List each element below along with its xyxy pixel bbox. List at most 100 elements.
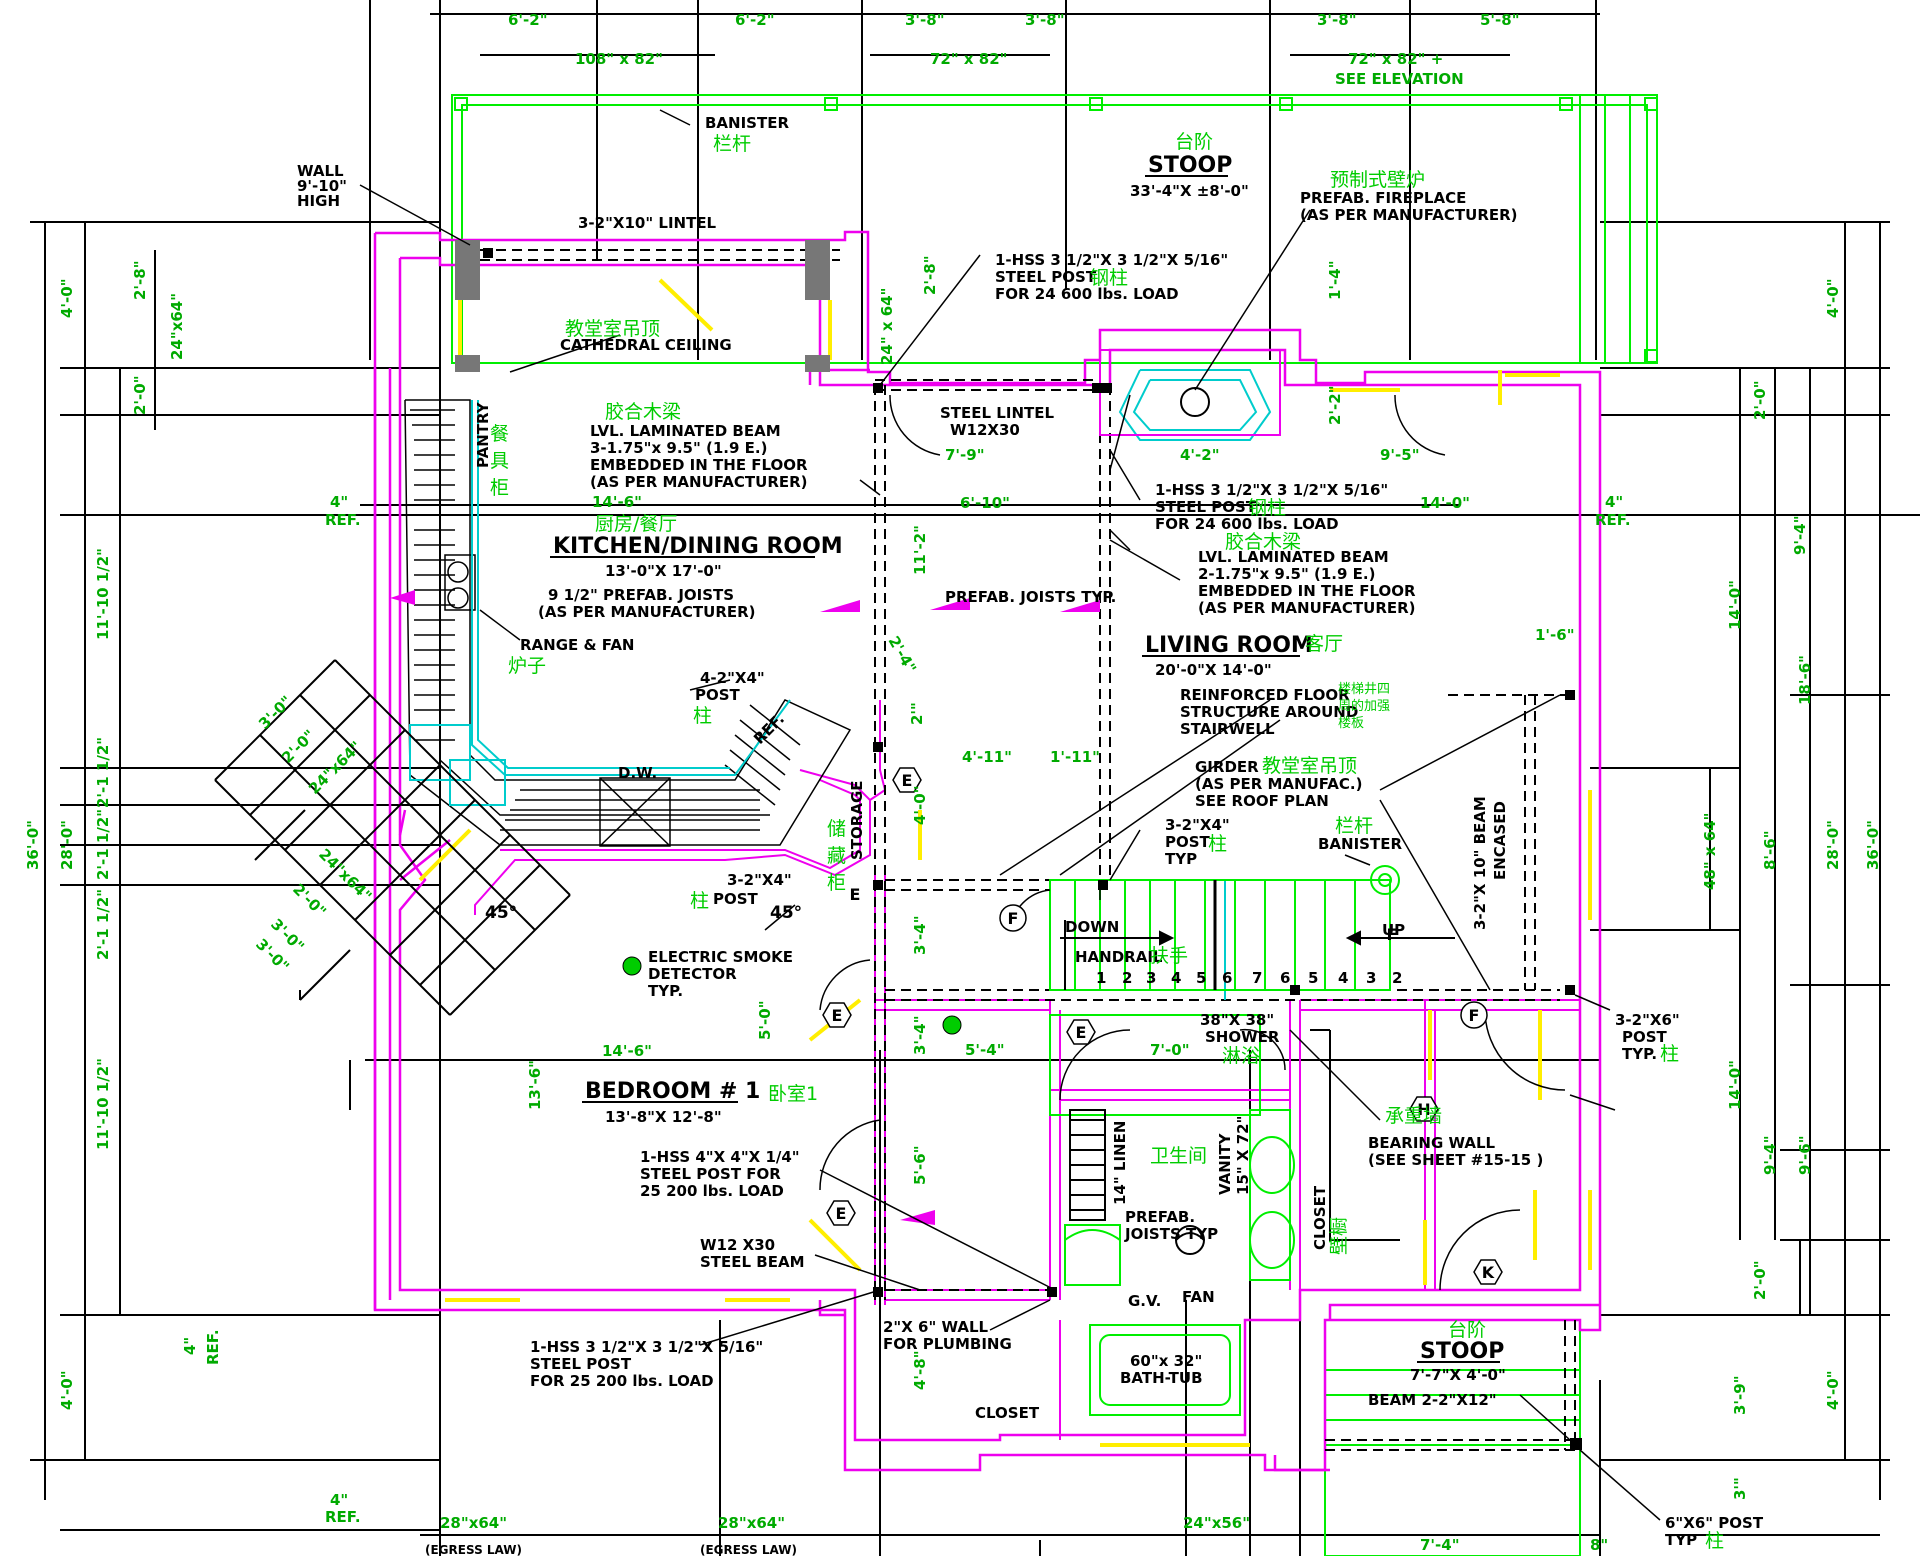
post-6x6-2: TYP [1665,1531,1697,1549]
cathedral-label: CATHEDRAL CEILING [560,336,732,354]
dim-left-6: 2'-1 1/2" [94,809,112,880]
dim-right-16: 3'" [1731,1477,1749,1500]
dim-bay-5: 2'-0" [289,880,330,921]
stair-r-4: 4 [1338,969,1348,987]
dim-right-15: 4'-0" [1824,1370,1842,1410]
dim-int-15: 24" x 64" [878,288,896,366]
joists-typ: PREFAB. JOISTS TYP. [945,588,1116,606]
bearing-cn: 承重墙 [1385,1105,1442,1127]
banister-top-cn: 栏杆 [713,133,751,155]
stoop-bottom-title: STOOP [1420,1339,1504,1364]
dim-int-22: 14'-6" [602,1042,652,1060]
steel-post-cn-2: 钢柱 [1248,497,1286,519]
reinforced-cn-3: 楼板 [1338,716,1364,731]
door-tag-hex [826,1200,856,1226]
stair-l-3: 3 [1146,969,1156,987]
bearing-2: (SEE SHEET #15-15 ) [1368,1151,1543,1169]
vanity-1: VANITY [1216,1132,1234,1195]
dim-int-18: 5'-0" [756,1000,774,1040]
steel-post-cn-1: 钢柱 [1090,267,1128,289]
dim-left-9: 4'-0" [58,1370,76,1410]
beam-bottom: BEAM 2-2"X12" [1368,1391,1497,1409]
dim-left-1: 4'-0" [58,278,76,318]
dim-top-1: 6'-2" [508,11,548,29]
post-4x4-1: 4-2"X4" [700,669,765,687]
prefab-2: JOISTS TYP [1124,1225,1218,1243]
dim-left-3: 2'-0" [131,375,149,415]
annotations: BANISTER 栏杆 台阶 STOOP 33'-4"X ±8'-0" 预制式壁… [297,114,1764,1556]
dim-int-26: 1'-6" [1535,626,1575,644]
stairs [1049,865,1455,991]
kitchen-cabinets [404,399,852,847]
dim-left-11: 36'-0" [24,820,42,870]
stair-l-1: 1 [1096,969,1106,987]
angle-left: 45° [485,903,517,923]
egress-left: (EGRESS LAW) [425,1543,522,1556]
door-tag-circle [1460,1001,1488,1029]
wall-2x6-1: 2"X 6" WALL [883,1318,989,1336]
girder-1: GIRDER [1195,758,1259,776]
lvl-cn-right: 胶合木梁 [1225,531,1301,553]
dim-top-4: 3'-8" [1025,11,1065,29]
reinforced-1: REINFORCED FLOOR [1180,686,1350,704]
post-3x4-typ-2: POST [1165,833,1211,851]
dim-int-24: 5'-6" [911,1145,929,1185]
reinforced-cn-2: 周的加强 [1338,698,1390,714]
gv-label: G.V. [1128,1292,1161,1310]
range-cn: 炉子 [508,655,546,677]
banister-stair-label: BANISTER [1318,835,1402,853]
hss-bed-1: 1-HSS 4"X 4"X 1/4" [640,1148,800,1166]
bearing-1: BEARING WALL [1368,1134,1496,1152]
reinforced-3: STAIRWELL [1180,720,1275,738]
up-label: UP [1382,921,1405,939]
dim-opening-3: 72" x 82" + [1348,50,1443,68]
hss-bed-3: 25 200 lbs. LOAD [640,1182,784,1200]
bedroom-size: 13'-8"X 12'-8" [605,1108,722,1126]
angle-mid: 45° [770,903,802,923]
door-tag-e4: E [836,1204,847,1223]
dim-int-19: 3'-4" [911,1015,929,1055]
shower-1: 38"X 38" [1200,1011,1274,1029]
pantry-cn-1: 餐 [490,423,509,445]
dim-bottom-2: 28"x64" [718,1514,785,1532]
lvl-right-4: (AS PER MANUFACTURER) [1198,599,1416,617]
stair-l-2: 2 [1122,969,1132,987]
dim-left-10: 28'-0" [58,820,76,870]
post-4x4-cn: 柱 [693,705,712,727]
door-tag-hex [1473,1259,1503,1285]
egress-right: (EGRESS LAW) [700,1543,797,1556]
storage-cn-1: 储 [827,818,846,840]
stoop-top-title: STOOP [1148,153,1232,178]
dim-right-10: 14'-0" [1726,1060,1744,1110]
windows [418,278,1592,1447]
bedroom-cn: 卧室1 [768,1083,818,1105]
stair-l-6: 6 [1222,969,1232,987]
lvl-right-1: LVL. LAMINATED BEAM [1198,548,1389,566]
smoke-3: TYP. [648,982,683,1000]
hss-mid-1: 1-HSS 3 1/2"X 3 1/2"X 5/16" [1155,481,1388,499]
post-3x6-1: 3-2"X6" [1615,1011,1680,1029]
door-tag-k: K [1482,1263,1495,1282]
wall-2x6-2: FOR PLUMBING [883,1335,1012,1353]
dim-left-5: 2'-1 1/2" [94,737,112,808]
dim-opening-4: SEE ELEVATION [1335,70,1464,88]
dim-int-5: 9'-5" [1380,446,1420,464]
storage-label: STORAGE [848,780,866,860]
dim-right-8: 28'-0" [1824,820,1842,870]
stoop-top-size: 33'-4"X ±8'-0" [1130,182,1249,200]
range-label: RANGE & FAN [520,636,635,654]
dim-int-23: 13'-6" [526,1060,544,1110]
pantry-cn-2: 具 [490,450,509,472]
hss-low-2: STEEL POST [530,1355,632,1373]
dim-int-4: 4'-2" [1180,446,1220,464]
dim-int-16: 4'-0" [911,785,929,825]
lvl-right-2: 2-1.75"x 9.5" (1.9 E.) [1198,565,1375,583]
dim-right-11: 9'-4" [1761,1135,1779,1175]
banister-top-label: BANISTER [705,114,789,132]
w12-2: STEEL BEAM [700,1253,805,1271]
dimension-text: 6'-2" 6'-2" 3'-8" 3'-8" 3'-8" 5'-8" 108"… [24,11,1882,1554]
bathtub-2: BATH-TUB [1120,1369,1203,1387]
interior-walls [474,700,1580,1440]
post-4x4-2: POST [695,686,741,704]
